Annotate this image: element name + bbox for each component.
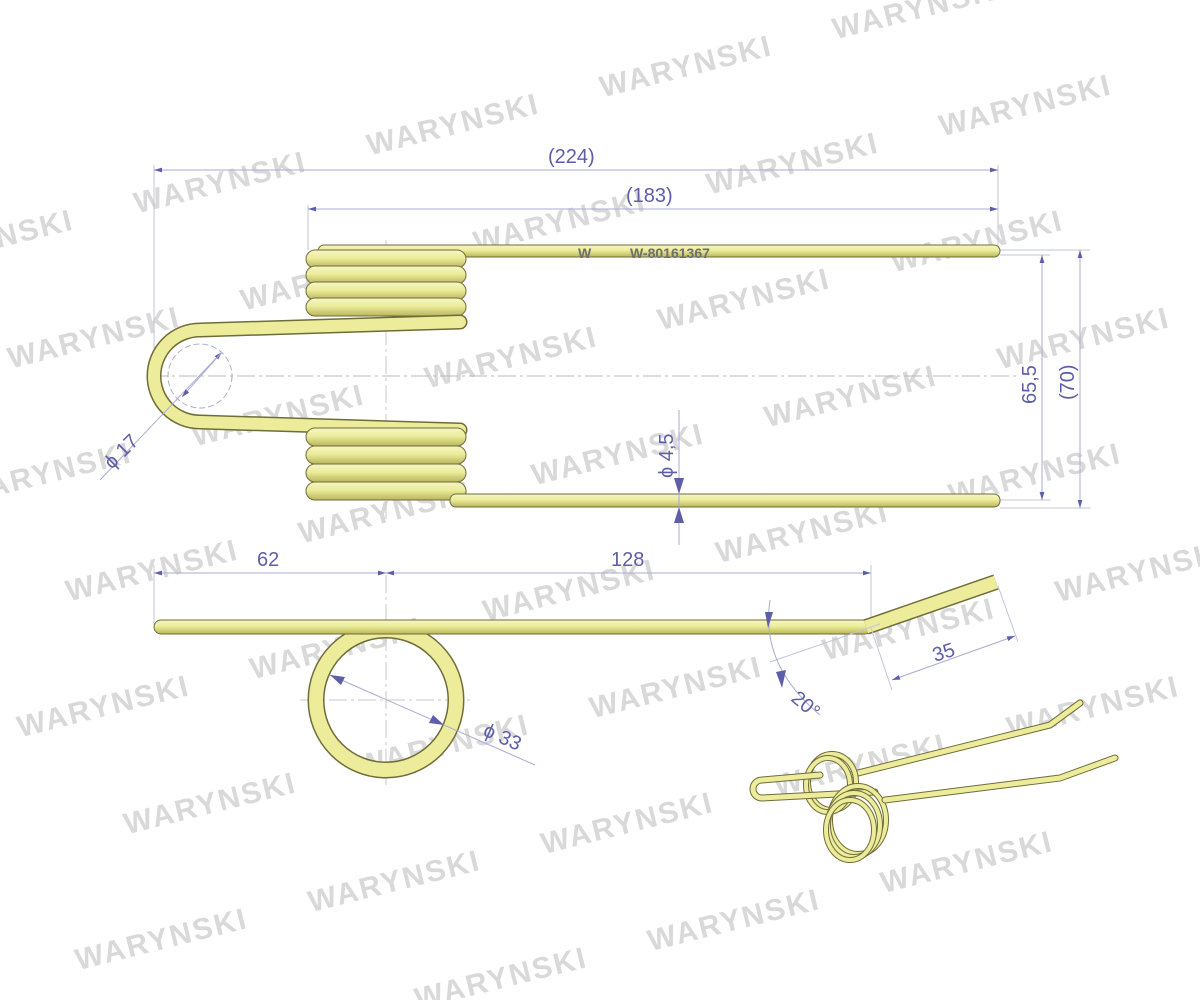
watermark-text: WARYNSKI (586, 650, 765, 725)
isometric-view (749, 699, 1119, 863)
wire-diameter-label: ϕ 4,5 (656, 433, 678, 478)
side-tine (153, 619, 873, 635)
iso-lower-coil (823, 783, 889, 863)
loop (148, 316, 466, 436)
watermark-text: WARYNSKI (411, 941, 590, 1000)
iso-lower-tine (882, 755, 1118, 803)
watermark-text: WARYNSKI (887, 204, 1066, 279)
overall-length-label: (224) (548, 146, 595, 168)
watermark-text: WARYNSKI (1052, 534, 1200, 609)
bend-angle-label: 20° (787, 687, 824, 723)
overall-width-label: (70) (1057, 364, 1079, 400)
part-number: W-80161367 (630, 245, 710, 261)
tine-length-label: (183) (626, 185, 673, 207)
watermark-text: WARYNSKI (994, 301, 1173, 376)
watermark-text: WARYNSKI (644, 883, 823, 958)
lower-tine (449, 493, 1001, 508)
watermark-text: WARYNSKI (761, 359, 940, 434)
iso-upper-tine (847, 700, 1083, 778)
watermark-text: WARYNSKI (72, 902, 251, 977)
part-marking: W W-80161367 (578, 245, 710, 261)
watermark-text: WARYNSKI (305, 844, 484, 919)
bent-tip-dim (891, 635, 1016, 681)
watermark-text: WARYNSKI (131, 146, 310, 221)
watermark-text: WARYNSKI (1003, 670, 1182, 745)
watermark-text: WARYNSKI (14, 669, 193, 744)
watermark-text: WARYNSKI (829, 0, 1008, 46)
watermark-text: WARYNSKI (877, 825, 1056, 900)
watermark-text: WARYNSKI (422, 320, 601, 395)
upper-coil (305, 249, 467, 317)
watermark-text: WARYNSKI (364, 88, 543, 163)
watermark-text: WARYNSKI (654, 262, 833, 337)
tine-spacing-label: 65,5 (1019, 365, 1041, 404)
watermark-text: WARYNSKI (0, 204, 77, 279)
coil-offset-label: 62 (257, 549, 279, 571)
straight-length-label: 128 (611, 549, 644, 571)
bent-tip-label: 35 (930, 639, 958, 667)
iso-loop (750, 772, 878, 801)
watermark-text: WARYNSKI (538, 786, 717, 861)
watermark-text: WARYNSKI (596, 29, 775, 104)
watermark-text: WARYNSKI (121, 766, 300, 841)
watermark-text: WARYNSKI (936, 68, 1115, 143)
watermark-text: WARYNSKI (703, 127, 882, 202)
top-view: W W-80161367 ϕ 17 (224) (183) 65,5 (70) … (99, 146, 1090, 545)
logo-icon: W (578, 245, 592, 261)
watermark-text: WARYNSKI (62, 534, 241, 609)
bent-tip (863, 575, 999, 634)
loop-diameter-circle (167, 343, 233, 409)
lower-coil (305, 427, 467, 501)
